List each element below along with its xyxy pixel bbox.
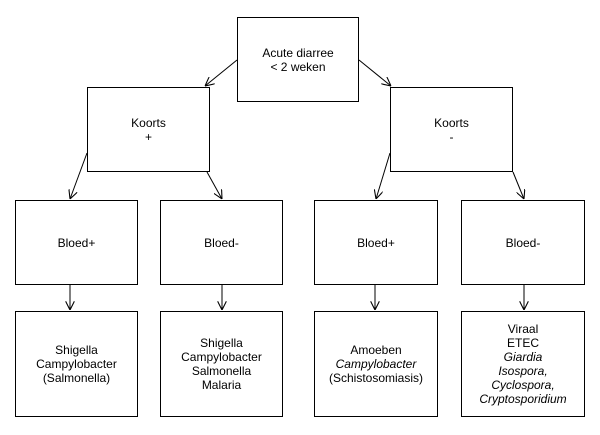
node-text-line: (Schistosomiasis)	[328, 371, 424, 385]
edge-koorts-neg-to-bloed-pos-2	[376, 152, 391, 199]
node-text-line: Isospora,	[498, 364, 548, 378]
edge-koorts-neg-to-bloed-neg-2	[512, 171, 524, 199]
node-bloed-positive-fever: Bloed+	[15, 200, 138, 285]
node-text-line: Campylobacter	[335, 357, 417, 371]
node-text-line: Amoeben	[350, 343, 402, 357]
edge-koorts-pos-to-bloed-pos-1	[70, 152, 88, 199]
node-koorts-negative: Koorts -	[390, 87, 513, 172]
edge-root-to-koorts-neg	[358, 59, 391, 86]
node-text-line: < 2 weken	[270, 59, 326, 74]
node-text-line: ETEC	[506, 336, 539, 350]
node-leaf-pathogens-4: Viraal ETEC Giardia Isospora, Cyclospora…	[461, 311, 585, 417]
edge-koorts-pos-to-bloed-neg-1	[206, 171, 222, 199]
node-leaf-pathogens-2: Shigella Campylobacter Salmonella Malari…	[160, 311, 283, 417]
node-bloed-negative-fever: Bloed-	[160, 200, 283, 285]
node-text-line: (Salmonella)	[42, 371, 111, 385]
node-text-line: Koorts	[131, 115, 166, 130]
node-text-line: Acute diarree	[262, 45, 334, 60]
node-text-line: Giardia	[503, 350, 543, 364]
node-acute-diarree: Acute diarree < 2 weken	[237, 17, 359, 102]
node-text-line: Campylobacter	[36, 357, 117, 371]
node-text-line: Salmonella	[191, 364, 252, 378]
node-text-line: Bloed+	[357, 235, 395, 250]
node-text-line: -	[449, 129, 454, 144]
edge-root-to-koorts-pos	[205, 59, 238, 86]
node-text-line: Malaria	[201, 378, 242, 392]
node-text-line: Shigella	[200, 336, 243, 350]
node-koorts-positive: Koorts +	[87, 87, 210, 172]
node-bloed-positive-no-fever: Bloed+	[314, 200, 438, 285]
node-text-line: Cyclospora,	[491, 378, 555, 392]
node-text-line: +	[144, 129, 152, 144]
node-bloed-negative-no-fever: Bloed-	[461, 200, 585, 285]
node-text-line: Bloed+	[57, 235, 96, 250]
node-text-line: Bloed-	[505, 235, 541, 250]
node-text-line: Campylobacter	[181, 350, 262, 364]
node-text-line: Shigella	[55, 343, 98, 357]
node-text-line: Viraal	[507, 322, 539, 336]
node-text-line: Cryptosporidium	[479, 392, 567, 406]
node-leaf-pathogens-3: Amoeben Campylobacter (Schistosomiasis)	[314, 311, 438, 417]
node-leaf-pathogens-1: Shigella Campylobacter (Salmonella)	[15, 311, 138, 417]
node-text-line: Koorts	[434, 115, 469, 130]
node-text-line: Bloed-	[204, 235, 239, 250]
